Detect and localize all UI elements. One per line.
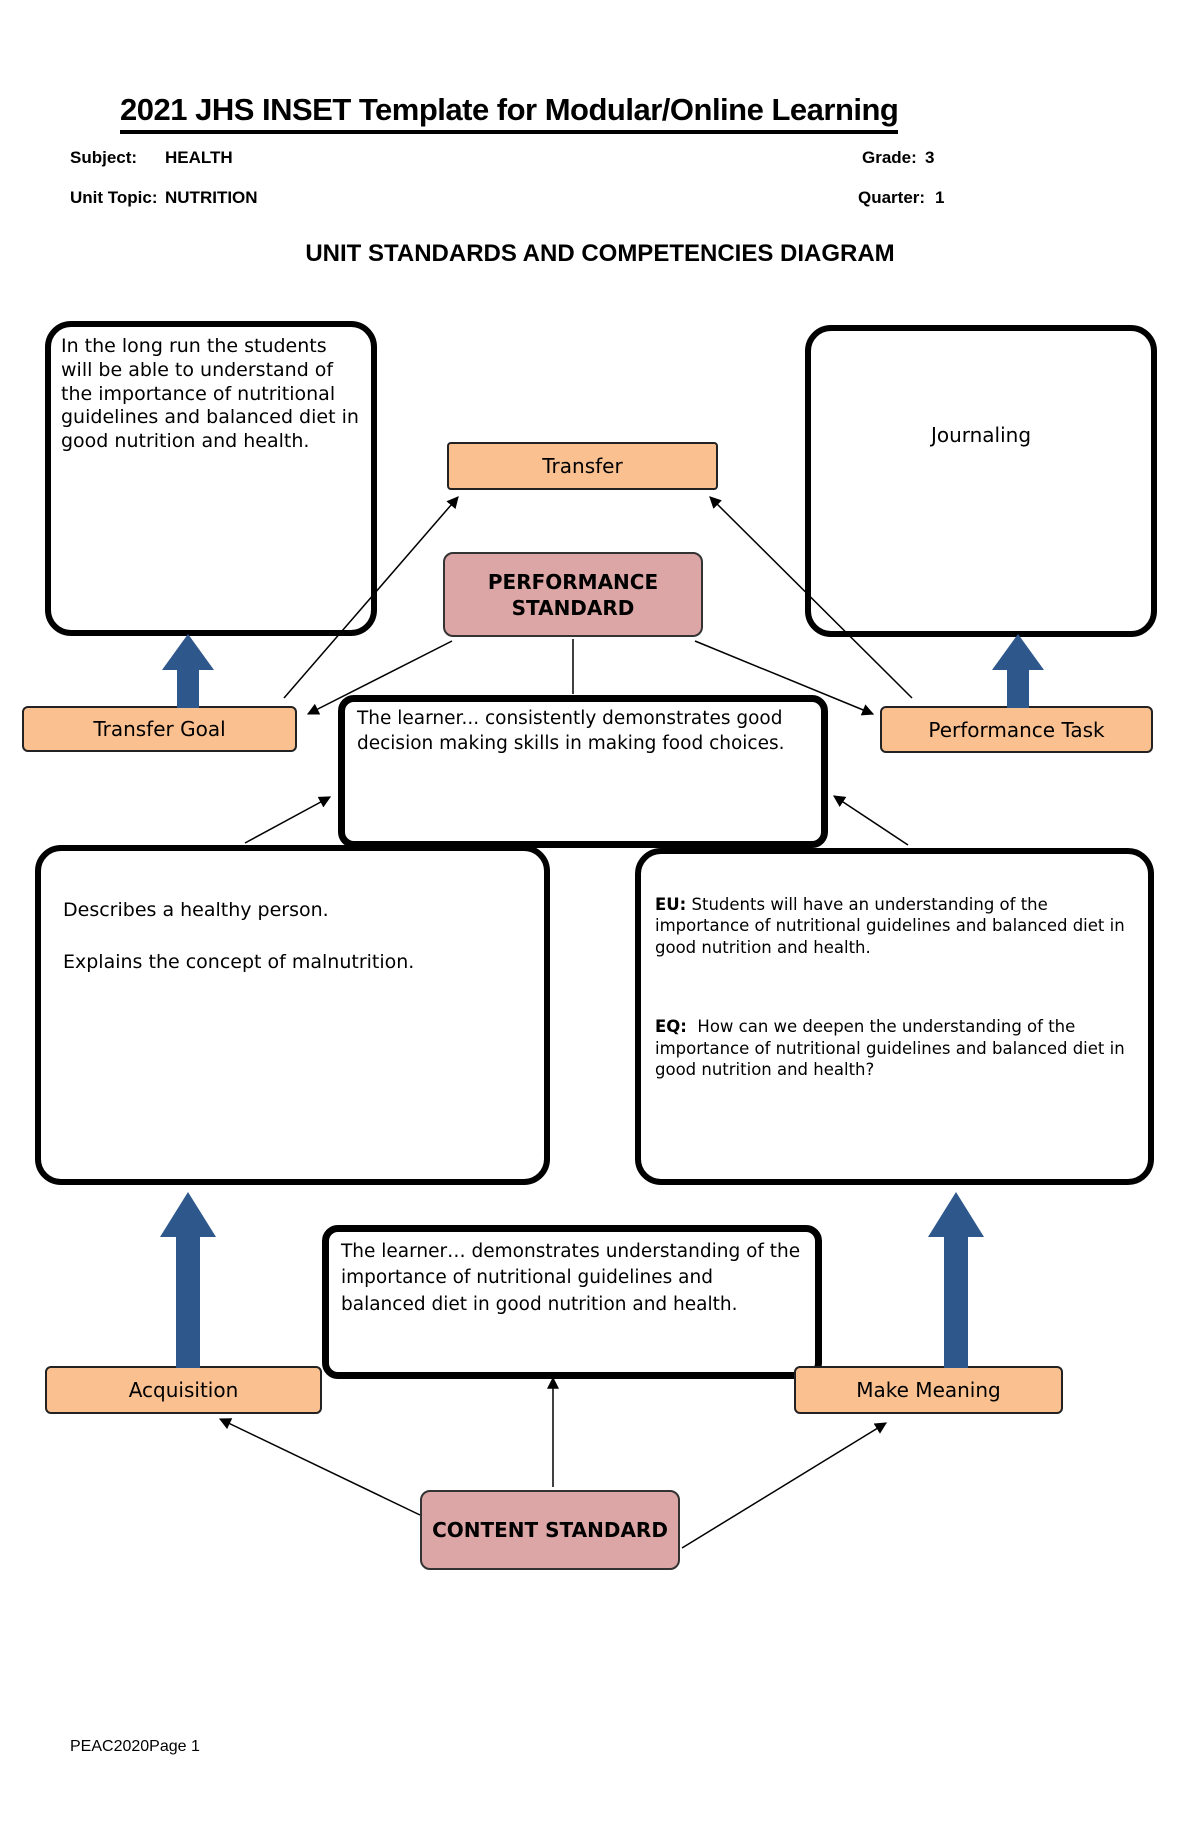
transfer-goal-statement-box: In the long run the students will be abl…	[45, 321, 377, 636]
make-meaning-label: Make Meaning	[856, 1378, 1001, 1402]
acquisition-statements-box: Describes a healthy person. Explains the…	[35, 845, 550, 1185]
eu-text: Students will have an understanding of t…	[655, 895, 1125, 957]
acquisition-chip: Acquisition	[45, 1366, 322, 1414]
eu-label: EU:	[655, 895, 687, 914]
grade-value: 3	[925, 148, 935, 167]
performance-standard-statement: The learner... consistently demonstrates…	[357, 708, 785, 754]
eu-statement: EU: Students will have an understanding …	[655, 894, 1134, 958]
eu-eq-box: EU: Students will have an understanding …	[635, 848, 1154, 1185]
eq-label: EQ:	[655, 1017, 687, 1037]
performance-standard-label: PERFORMANCE STANDARD	[487, 569, 659, 620]
acquisition-statement-2: Explains the concept of malnutrition.	[63, 950, 415, 973]
content-standard-statement: The learner… demonstrates understanding …	[341, 1241, 801, 1315]
transfer-goal-statement: In the long run the students will be abl…	[61, 335, 359, 452]
connector-acqbox-to-statement	[244, 796, 332, 844]
blue-up-arrow-acquisition	[160, 1192, 216, 1368]
unit-topic-label: Unit Topic:	[70, 188, 158, 207]
performance-task-chip: Performance Task	[880, 706, 1153, 753]
blue-up-arrow-performance-task	[992, 634, 1044, 708]
performance-standard-statement-box: The learner... consistently demonstrates…	[338, 695, 828, 848]
connector-eubox-to-statement	[832, 795, 909, 846]
content-standard-chip: CONTENT STANDARD	[420, 1490, 680, 1570]
performance-standard-chip: PERFORMANCE STANDARD	[443, 552, 703, 637]
unit-topic-value: NUTRITION	[165, 188, 258, 207]
subject-label: Subject:	[70, 148, 138, 167]
journaling-text: Journaling	[930, 423, 1032, 447]
eq-statement: EQ: How can we deepen the understanding …	[655, 1016, 1134, 1080]
connector-cs-to-make-meaning	[681, 1422, 888, 1549]
content-standard-statement-box: The learner… demonstrates understanding …	[322, 1225, 822, 1379]
acquisition-label: Acquisition	[128, 1378, 239, 1402]
acquisition-statement-1: Describes a healthy person.	[63, 899, 329, 921]
performance-task-value-box: Journaling	[805, 325, 1157, 637]
blue-up-arrow-make-meaning	[928, 1192, 984, 1368]
grade-label: Grade:	[862, 148, 917, 167]
footer-text: PEAC2020Page 1	[70, 1738, 200, 1755]
subject-value: HEALTH	[165, 148, 233, 167]
make-meaning-chip: Make Meaning	[794, 1366, 1063, 1414]
transfer-goal-chip: Transfer Goal	[22, 706, 297, 752]
transfer-label: Transfer	[542, 454, 623, 478]
diagram-title: UNIT STANDARDS AND COMPETENCIES DIAGRAM	[305, 240, 895, 267]
transfer-chip: Transfer	[447, 442, 718, 490]
connector-cs-to-acquisition	[218, 1418, 421, 1516]
quarter-value: 1	[935, 188, 945, 207]
page-title: 2021 JHS INSET Template for Modular/Onli…	[120, 92, 899, 134]
performance-task-label: Performance Task	[928, 717, 1105, 742]
blue-up-arrow-transfer-goal	[162, 634, 214, 708]
transfer-goal-label: Transfer Goal	[93, 717, 226, 741]
eq-text: How can we deepen the understanding of t…	[655, 1017, 1125, 1080]
content-standard-label: CONTENT STANDARD	[432, 1518, 668, 1542]
quarter-label: Quarter:	[858, 188, 926, 207]
